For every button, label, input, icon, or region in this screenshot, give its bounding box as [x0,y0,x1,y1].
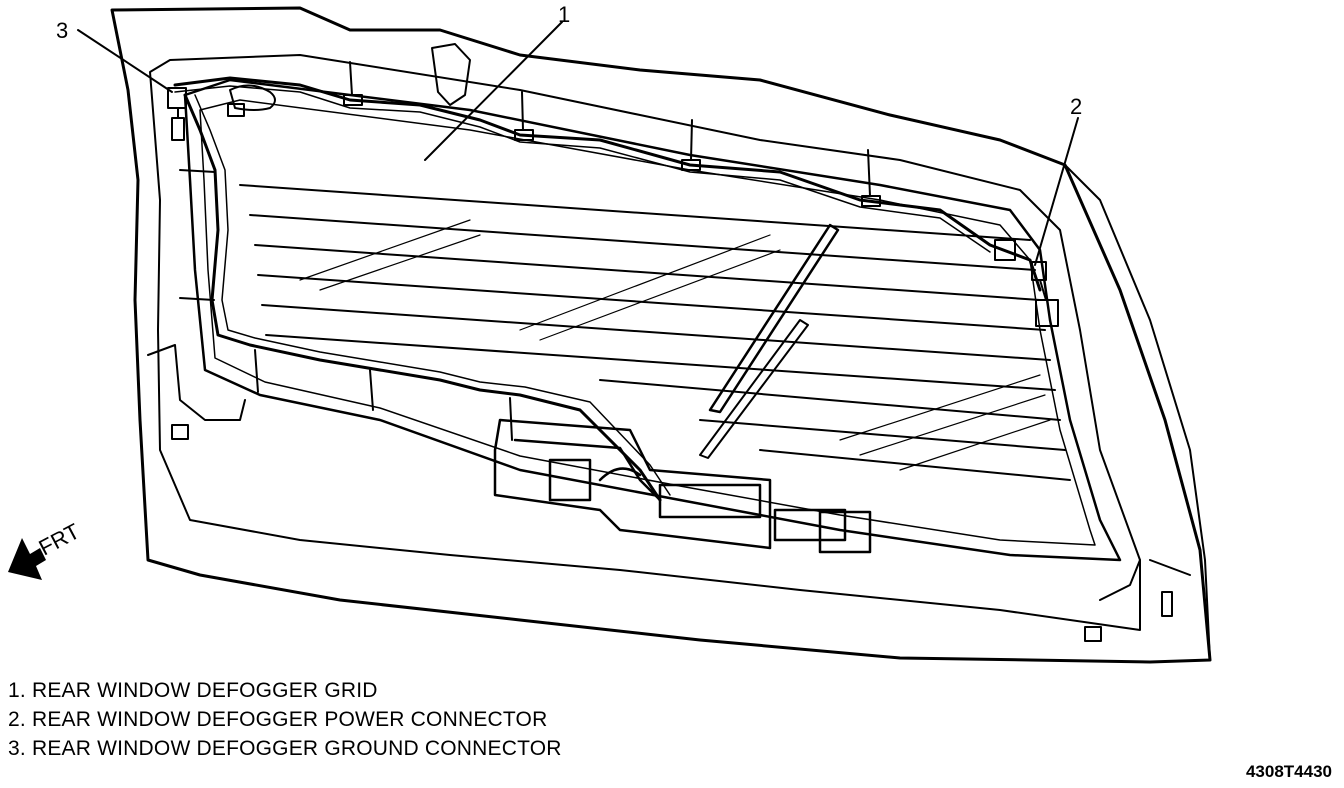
right-bottom-clip [1084,626,1102,642]
harness-retainers [179,61,881,441]
callout-1-leader [424,21,563,161]
callout-2-leader [1034,117,1079,266]
figure-code: 4308T4430 [1245,762,1332,781]
legend-item-3: 3. REAR WINDOW DEFOGGER GROUND CONNECTOR [8,737,562,760]
legend-item-2: 2. REAR WINDOW DEFOGGER POWER CONNECTOR [8,708,548,731]
front-arrow-icon [8,538,46,580]
left-harness-outline [194,94,671,496]
liftgate-inner-flange [149,54,1141,631]
glass-inner-edge [199,99,1096,546]
defogger-grid [239,184,1071,481]
rear-window-glass [183,78,1122,562]
rear-wiper-blade [699,319,809,459]
upper-harness [173,76,1042,292]
power-connector [994,239,1059,327]
glass-reflection-lines [299,219,1051,471]
right-edge-slot [1161,591,1173,617]
latch-and-wiper-motor-assembly [493,418,872,554]
callout-3: 3 [56,18,68,43]
callout-1: 1 [558,2,570,27]
left-lower-trim [147,344,246,421]
legend-item-1: 1. REAR WINDOW DEFOGGER GRID [8,679,378,702]
liftgate-outer-panel [110,6,1212,664]
callout-2: 2 [1070,94,1082,119]
upper-hinge-bracket [431,43,471,106]
rear-wiper-arm [708,223,840,414]
right-outer-edge [1064,164,1211,661]
legend: 1. REAR WINDOW DEFOGGER GRID 2. REAR WIN… [8,676,562,763]
left-harness [183,93,662,502]
front-direction-indicator: FRT [8,518,84,580]
upper-harness-outline [174,85,991,253]
ground-connector [167,84,276,141]
right-lower-trim [1099,559,1191,601]
callout-3-leader [77,29,173,93]
front-direction-label: FRT [35,518,84,560]
left-bottom-clip [171,424,189,440]
